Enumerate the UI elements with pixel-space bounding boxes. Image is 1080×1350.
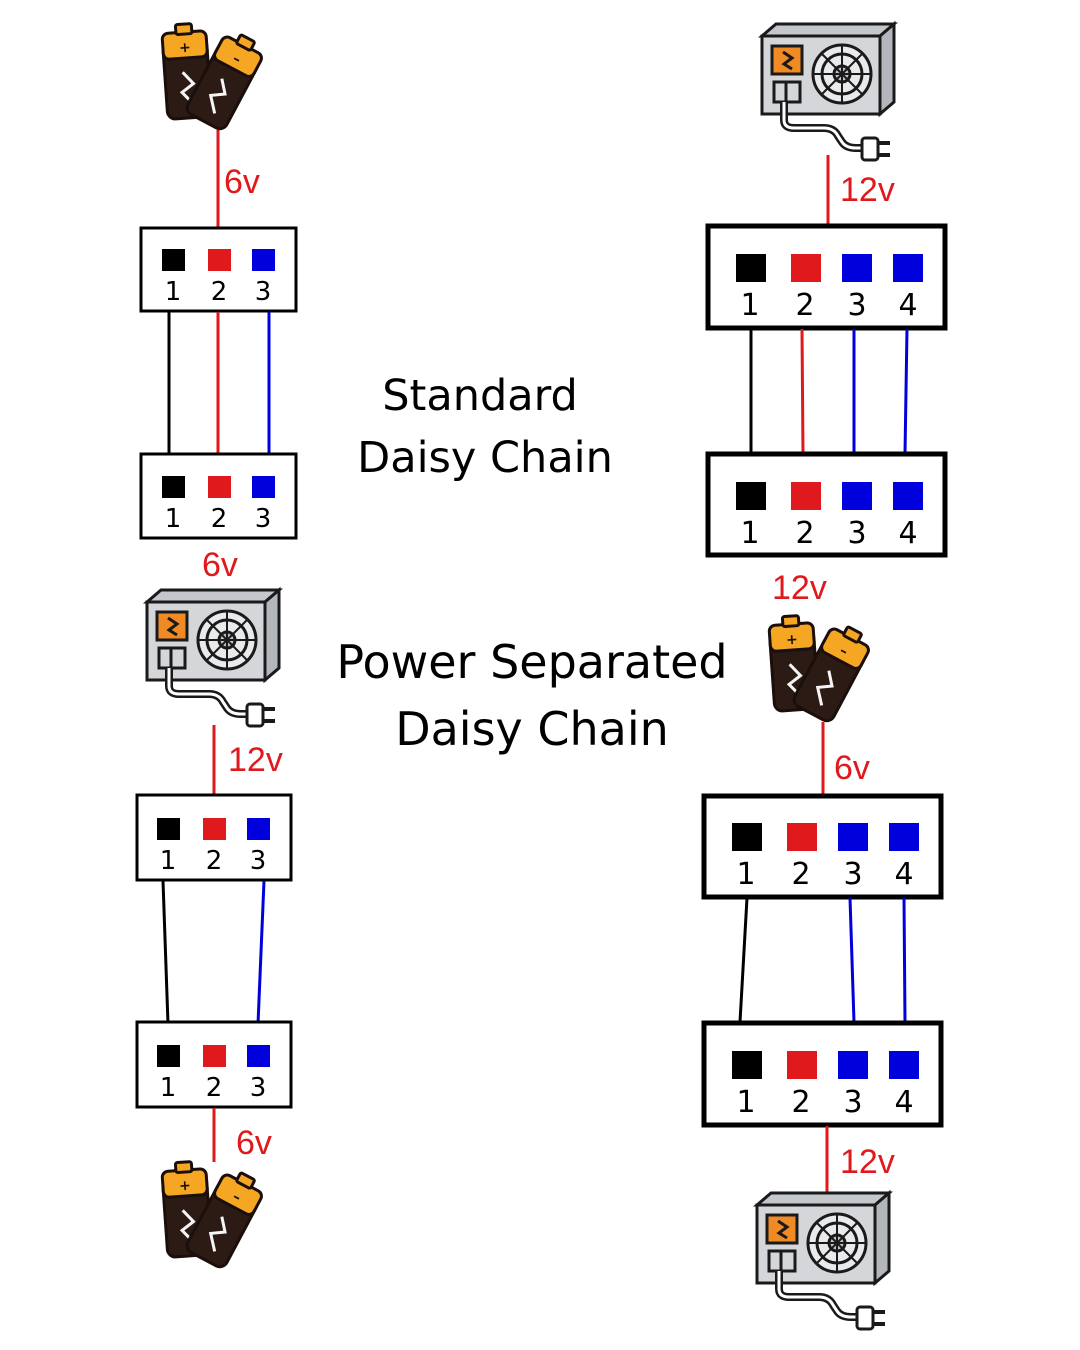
pin-label: 4 (894, 857, 913, 892)
signal-pin (893, 254, 923, 282)
signal-pin (247, 1045, 270, 1067)
pin-label: 2 (791, 1085, 810, 1120)
power-pin (791, 482, 821, 510)
voltage-label: 6v (834, 749, 870, 787)
signal-pin (838, 1051, 868, 1079)
signal-wire (903, 328, 909, 455)
power-supply-icon (757, 1193, 889, 1329)
ground-pin (736, 482, 766, 510)
connector-3pin: 1 2 3 (139, 452, 298, 540)
pin-label: 2 (791, 857, 810, 892)
signal-pin (842, 482, 872, 510)
power-separated-title-line1: Power Separated (336, 635, 727, 689)
power-pin (208, 476, 231, 498)
connector-3pin: 1 2 3 (139, 226, 298, 313)
ground-pin (732, 823, 762, 851)
battery-pair-icon (766, 613, 876, 726)
power-separated-title-line2: Daisy Chain (395, 702, 669, 756)
signal-pin (842, 254, 872, 282)
standard-title-line1: Standard (382, 371, 578, 421)
signal-wire (848, 897, 856, 1023)
battery-pair-icon (159, 1159, 269, 1272)
voltage-label: 12v (840, 1143, 895, 1181)
ground-pin (732, 1051, 762, 1079)
voltage-label: 6v (224, 163, 260, 201)
power-pin (203, 1045, 226, 1067)
power-separated-4pin-group: 6v 1 2 3 4 1 2 3 4 12v (701, 613, 944, 1329)
signal-pin (252, 476, 275, 498)
power-wire (800, 328, 805, 455)
voltage-label: 6v (202, 546, 238, 584)
ground-wire (161, 880, 170, 1025)
standard-3pin-group: 6v 1 2 3 1 2 3 6v (139, 21, 298, 584)
signal-pin (889, 1051, 919, 1079)
standard-title-line2: Daisy Chain (357, 433, 613, 483)
power-pin (787, 823, 817, 851)
voltage-label: 12v (772, 569, 827, 607)
pin-label: 1 (165, 277, 182, 307)
pin-label: 1 (160, 1073, 177, 1103)
connector-4pin: 1 2 3 4 (705, 223, 948, 331)
standard-4pin-group: 12v 1 2 3 4 1 2 3 4 12v (705, 24, 948, 607)
pin-label: 3 (250, 846, 267, 876)
pin-label: 1 (740, 288, 759, 323)
ground-wire (738, 897, 749, 1023)
power-pin (787, 1051, 817, 1079)
pin-label: 3 (847, 516, 866, 551)
connector-3pin: 1 2 3 (135, 793, 293, 882)
signal-pin (252, 249, 275, 271)
pin-label: 4 (898, 516, 917, 551)
ground-pin (162, 476, 185, 498)
signal-pin (893, 482, 923, 510)
signal-wire (256, 880, 266, 1025)
pin-label: 2 (206, 1073, 223, 1103)
power-separated-3pin-group: 12v 1 2 3 1 2 3 6v (135, 590, 293, 1272)
pin-label: 3 (847, 288, 866, 323)
ground-pin (736, 254, 766, 282)
voltage-label: 12v (228, 741, 283, 779)
power-pin (791, 254, 821, 282)
pin-label: 1 (736, 1085, 755, 1120)
pin-label: 3 (255, 277, 272, 307)
pin-label: 2 (795, 288, 814, 323)
voltage-label: 6v (236, 1124, 272, 1162)
connector-4pin: 1 2 3 4 (701, 793, 944, 900)
pin-label: 3 (250, 1073, 267, 1103)
pin-label: 2 (211, 277, 228, 307)
ground-pin (157, 1045, 180, 1067)
pin-label: 1 (165, 504, 182, 534)
signal-pin (838, 823, 868, 851)
connector-3pin: 1 2 3 (135, 1020, 293, 1109)
pin-label: 4 (898, 288, 917, 323)
power-pin (203, 818, 226, 840)
signal-pin (889, 823, 919, 851)
power-supply-icon (147, 590, 279, 726)
signal-wire (902, 897, 907, 1023)
pin-label: 3 (255, 504, 272, 534)
pin-label: 2 (211, 504, 228, 534)
voltage-label: 12v (840, 171, 895, 209)
pin-label: 1 (740, 516, 759, 551)
pin-label: 3 (843, 857, 862, 892)
battery-pair-icon (159, 21, 269, 134)
pin-label: 2 (795, 516, 814, 551)
pin-label: 3 (843, 1085, 862, 1120)
connector-4pin: 1 2 3 4 (701, 1020, 944, 1128)
connector-4pin: 1 2 3 4 (705, 451, 948, 558)
ground-pin (162, 249, 185, 271)
ground-pin (157, 818, 180, 840)
power-pin (208, 249, 231, 271)
signal-pin (247, 818, 270, 840)
pin-label: 2 (206, 846, 223, 876)
pin-label: 4 (894, 1085, 913, 1120)
pin-label: 1 (736, 857, 755, 892)
power-supply-icon (762, 24, 894, 160)
pin-label: 1 (160, 846, 177, 876)
